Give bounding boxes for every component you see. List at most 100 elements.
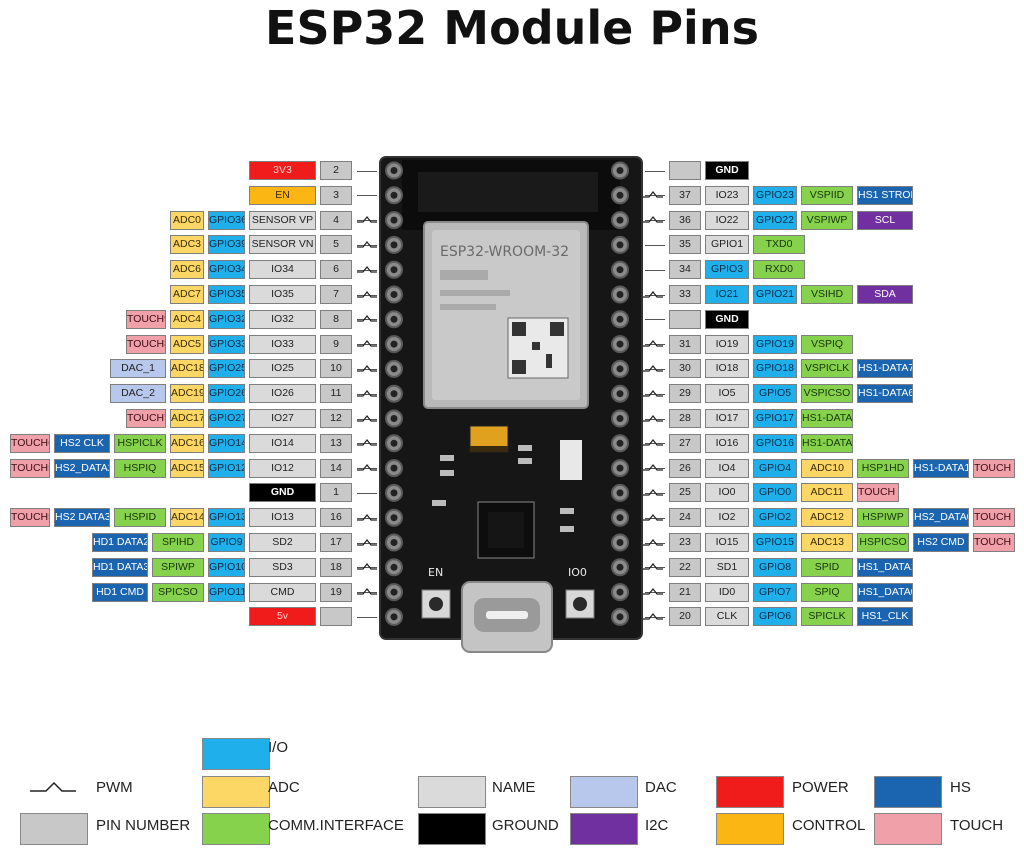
pin-cell-dac: DAC_1 <box>110 359 166 379</box>
pwm-icon <box>643 612 663 620</box>
pin-cell-hs: HS1_DATA0 <box>857 582 913 602</box>
pin-cell-name: IO35 <box>249 285 316 304</box>
pin-cell-hs: HS1-DATA6 <box>857 384 913 404</box>
pin-hole <box>616 191 624 199</box>
pwm-icon <box>643 588 663 595</box>
pin-hole <box>616 563 624 571</box>
pin-cell-io: GPIO25 <box>208 359 245 379</box>
pin-cell-num: 5 <box>320 235 352 255</box>
pin-cell-num: 7 <box>320 285 352 304</box>
pin-cell-comm: HS1-DATA4 <box>801 433 853 453</box>
pwm-icon <box>643 513 663 521</box>
pin-lead-line <box>645 344 665 346</box>
legend-label-power: POWER <box>792 779 849 796</box>
pin-cell-io: GPIO21 <box>753 285 797 304</box>
legend-swatch-control <box>716 813 784 845</box>
pin-cell-io: GPIO22 <box>753 210 797 230</box>
module-label: ESP32-WROOM-32 <box>440 244 569 260</box>
pin-lead-line <box>357 244 377 246</box>
pin-cell-io: GPIO3 <box>705 260 749 280</box>
pwm-icon <box>643 439 663 446</box>
pin-lead-line <box>645 368 665 370</box>
boot-button[interactable] <box>565 589 595 619</box>
pin-hole <box>616 241 624 249</box>
pin-cell-name: CLK <box>705 607 749 627</box>
pin-cell-comm: HSP1HD <box>857 458 909 478</box>
pin-cell-io: GPIO35 <box>208 285 245 304</box>
pin-lead-line <box>645 319 665 321</box>
pwm-icon <box>643 538 663 546</box>
pin-lead-line <box>645 220 665 222</box>
pwm-icon <box>357 240 377 248</box>
pin-cell-name: CMD <box>249 582 316 602</box>
pin-cell-ground: GND <box>249 483 316 503</box>
pin-cell-num: 36 <box>669 210 701 230</box>
legend-label-touch: TOUCH <box>950 817 1004 834</box>
pin-cell-comm: VSPIID <box>801 185 853 205</box>
pwm-icon <box>357 389 377 397</box>
pwm-icon <box>357 588 377 595</box>
pwm-icon <box>357 538 377 546</box>
pin-cell-hs: HS2_DATA0 <box>913 508 969 528</box>
pin-cell-touch: TOUCH8 <box>126 334 166 354</box>
en-button[interactable] <box>421 589 451 619</box>
pin-cell-num: 19 <box>320 582 352 602</box>
pin-cell-i2c: SCL <box>857 210 913 230</box>
pin-lead-line <box>645 492 665 494</box>
pin-cell-i2c: SDA <box>857 285 913 304</box>
pwm-icon <box>643 290 663 298</box>
pwm-icon <box>643 464 663 471</box>
legend-label-adc: ADC <box>268 779 300 796</box>
pin-cell-io: GPIO33 <box>208 334 245 354</box>
pin-lead-line <box>645 195 665 197</box>
legend-swatch-power <box>716 776 784 808</box>
pin-cell-num: 8 <box>320 309 352 329</box>
pin-cell-num: 21 <box>669 582 701 602</box>
pwm-icon <box>357 464 377 471</box>
legend-label-dac: DAC <box>645 779 677 796</box>
pin-cell-name: IO25 <box>249 359 316 379</box>
pin-lead-line <box>645 542 665 544</box>
pin-lead-line <box>645 616 665 618</box>
pin-lead-line <box>357 616 377 618</box>
pin-hole <box>616 489 624 497</box>
pin-cell-comm: RXD0 <box>753 260 805 280</box>
pin-lead-line <box>357 393 377 395</box>
wroom-module: ESP32-WROOM-32 <box>423 221 589 409</box>
pin-cell-io: GPIO15 <box>753 533 797 552</box>
pin-cell-adc: ADC13 <box>801 533 853 552</box>
pin-hole <box>390 241 398 249</box>
pin-cell-touch: TOUCH6 <box>10 433 50 453</box>
pin-cell-io: GPIO7 <box>753 582 797 602</box>
pin-hole <box>390 266 398 274</box>
pin-cell-num: 1 <box>320 483 352 503</box>
pin-lead-line <box>357 492 377 494</box>
pin-cell-hs: HS1-DATA1 <box>913 458 969 478</box>
pin-cell-name: IO22 <box>705 210 749 230</box>
pin-hole <box>390 390 398 398</box>
pin-hole <box>390 539 398 546</box>
pin-hole <box>390 365 398 373</box>
legend-label-control: CONTROL <box>792 817 866 834</box>
pin-lead-line <box>645 517 665 519</box>
pwm-icon <box>357 563 377 570</box>
legend-swatch-io <box>202 738 270 770</box>
pin-cell-comm: HS1-DATA5 <box>801 409 853 428</box>
pin-hole <box>616 216 624 224</box>
legend-label-pwm: PWM <box>96 779 133 796</box>
pin-cell-num: 16 <box>320 508 352 528</box>
pwm-icon <box>357 290 377 298</box>
pin-cell-comm: SPIWP <box>152 557 204 577</box>
pin-cell-name: SENSOR VN <box>249 235 316 255</box>
legend-swatch-adc <box>202 776 270 808</box>
pin-cell-ground: GND <box>705 161 749 180</box>
pin-cell-name: IO19 <box>705 334 749 354</box>
pin-cell-adc: ADC0 <box>170 210 204 230</box>
usb-c-port[interactable] <box>461 581 553 653</box>
pin-hole <box>616 588 624 596</box>
legend-label-ground: GROUND <box>492 817 559 834</box>
pin-cell-comm: HSPIWP <box>857 508 909 528</box>
page-title: ESP32 Module Pins <box>265 1 759 55</box>
pin-cell-name: GPIO1 <box>705 235 749 255</box>
pin-lead-line <box>645 468 665 470</box>
